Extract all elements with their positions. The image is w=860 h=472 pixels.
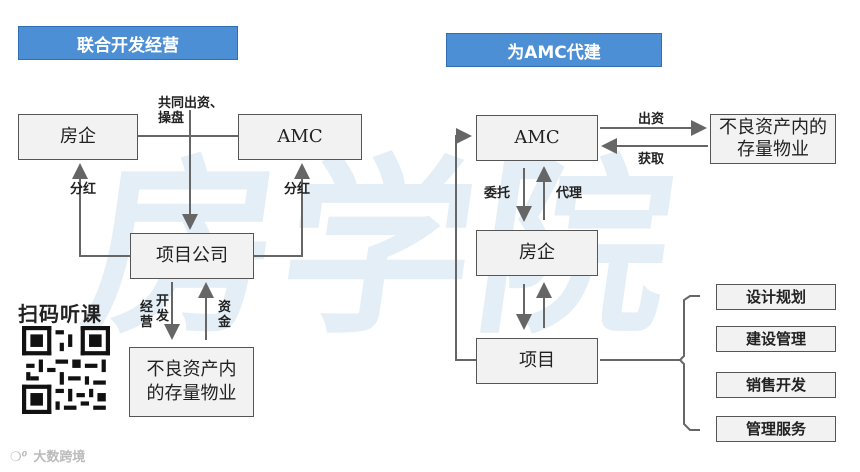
node-amc-left: AMC [238, 114, 362, 160]
qr-code-icon[interactable] [22, 326, 110, 414]
label-capital: 资金 [218, 300, 232, 330]
node-service-sales: 销售开发 [716, 372, 836, 398]
node-assets-right: 不良资产内的存量物业 [710, 114, 836, 164]
node-developer-right: 房企 [476, 230, 598, 276]
label-dividend-left: 分红 [70, 182, 97, 197]
node-developer-left: 房企 [18, 114, 138, 160]
label-dividend-right: 分红 [284, 182, 311, 197]
label-entrust: 委托 [484, 186, 511, 201]
node-service-construction: 建设管理 [716, 326, 836, 352]
label-agent: 代理 [556, 186, 583, 201]
header-amc-agency: 为AMC代建 [446, 33, 662, 67]
node-service-design: 设计规划 [716, 284, 836, 310]
node-project-company: 项目公司 [130, 233, 254, 279]
node-service-management: 管理服务 [716, 416, 836, 442]
label-operate: 经营 [140, 300, 154, 330]
node-project: 项目 [476, 338, 598, 384]
node-amc-right: AMC [476, 115, 598, 161]
label-acquire: 获取 [638, 152, 665, 167]
label-develop: 开发 [156, 294, 170, 324]
header-joint-development: 联合开发经营 [18, 26, 238, 60]
label-co-invest: 共同出资、操盘 [158, 96, 224, 126]
label-invest: 出资 [638, 112, 665, 127]
brand-logo-icon: ❍⁰ [10, 450, 28, 465]
qr-caption: 扫码听课 [18, 302, 102, 326]
node-assets-left: 不良资产内的存量物业 [129, 347, 254, 417]
